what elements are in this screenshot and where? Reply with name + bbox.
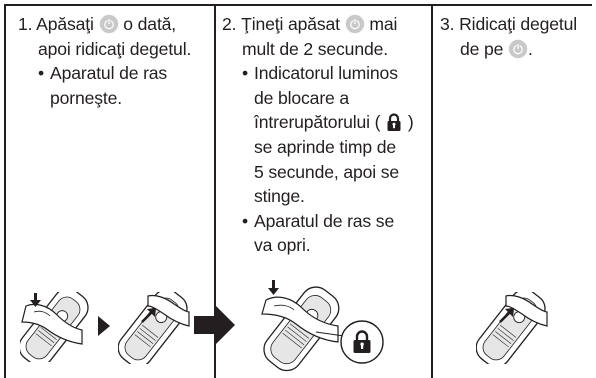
shaver-release-illustration <box>118 292 190 364</box>
step-2-bullet-1: • Indicatorul luminos <box>222 61 414 86</box>
thick-right-arrow-icon <box>194 304 235 346</box>
bullet-text-cont: stinge. <box>254 186 305 207</box>
lock-icon <box>387 113 401 132</box>
step-3-line-1: 3. Ridicaţi degetul <box>440 12 577 37</box>
step-1-bullet: • Aparatul de ras <box>18 61 191 86</box>
step-3-text: Ridicaţi degetul <box>459 14 578 34</box>
step-1-text: Apăsaţi <box>36 14 94 34</box>
bullet-text: Aparatul de ras <box>50 63 168 84</box>
step-2-line-2: mult de 2 secunde. <box>242 38 388 59</box>
step-1-line-2: apoi ridicaţi degetul. <box>38 38 192 59</box>
step-2: 2. Ţineţi apăsat mai mult de 2 secunde. … <box>222 12 414 258</box>
power-button-icon <box>99 14 118 34</box>
step-number: 2. <box>222 14 237 34</box>
step-1-line-1: 1. Apăsaţi o dată, <box>18 12 191 37</box>
bullet-marker: • <box>242 63 249 84</box>
bullet-text-cont: de blocare a <box>254 87 350 108</box>
power-button-icon <box>345 14 364 34</box>
step-2-text-end: mai <box>369 14 398 34</box>
step-3: 3. Ridicaţi degetul de pe . <box>440 12 577 61</box>
step-1-bullet-cont: porneşte. <box>50 87 123 108</box>
step-1: 1. Apăsaţi o dată, apoi ridicaţi degetul… <box>18 12 191 110</box>
step-2-bullet-2: • Aparatul de ras se <box>222 209 414 234</box>
shaver-hold-illustration <box>261 280 384 372</box>
step-3-text-part: . <box>528 38 533 59</box>
step-2-text: Ţineţi apăsat <box>241 14 340 34</box>
bullet-text-cont: întrerupătorului ( ) <box>222 110 414 135</box>
step-number: 1. <box>18 14 33 34</box>
column-divider-1 <box>214 4 216 378</box>
step-3-line-2: de pe . <box>440 37 577 62</box>
bullet-text-cont: va opri. <box>254 235 311 256</box>
bullet-text: Indicatorul luminos <box>254 63 398 84</box>
step-2-line-1: 2. Ţineţi apăsat mai <box>222 12 414 37</box>
bullet-marker: • <box>38 63 45 84</box>
power-button-icon <box>508 39 528 58</box>
step-3-text-part: de pe <box>460 38 504 59</box>
step-number: 3. <box>440 14 455 34</box>
right-arrow-icon <box>98 316 110 336</box>
bullet-text-part: ) <box>407 112 414 133</box>
bullet-text-cont: se aprinde timp de <box>254 136 397 157</box>
table-border-left <box>4 4 6 378</box>
column-divider-2 <box>431 4 433 378</box>
bullet-text-part: întrerupătorului ( <box>254 112 381 133</box>
bullet-text-cont: 5 secunde, apoi se <box>254 161 399 182</box>
shaver-lift-illustration <box>476 292 548 364</box>
table-top-border <box>4 4 592 6</box>
shaver-press-illustration <box>20 292 89 362</box>
bullet-marker: • <box>242 210 249 231</box>
bullet-text: Aparatul de ras se <box>254 210 395 231</box>
step-1-text-end: o dată, <box>123 14 177 34</box>
